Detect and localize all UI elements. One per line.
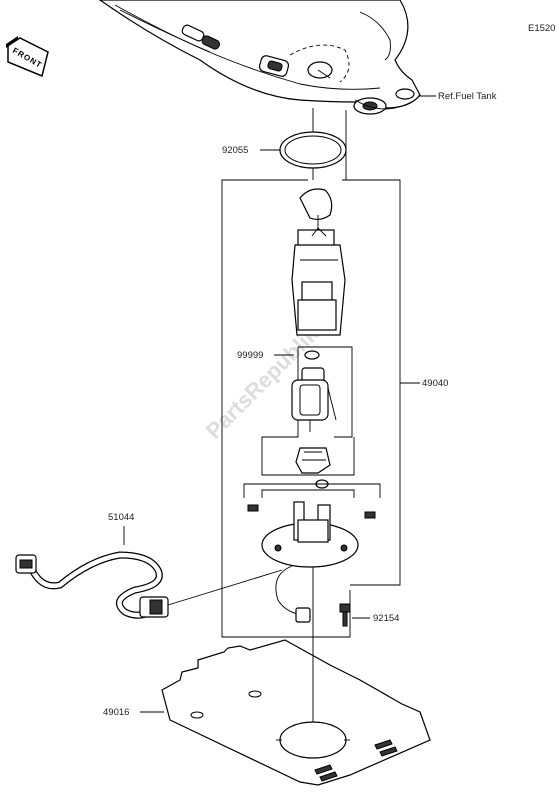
label-49040: 49040 [422,378,448,389]
label-49016: 49016 [103,707,129,718]
label-99999: 99999 [237,350,263,361]
front-arrow-icon: FRONT [6,36,49,78]
label-92154: 92154 [373,613,399,624]
pump-housing [291,188,346,336]
screw-left [247,504,259,512]
pump-flange [261,501,359,568]
screw-right [364,511,376,519]
fuel-pump-motor [291,367,337,432]
sensor-connector [295,607,311,623]
gasket-plate-49016 [161,639,431,786]
harness-51044 [15,551,169,619]
bolt-92154 [339,603,351,627]
filter [295,447,331,474]
diagram-code: E1520 [528,23,555,34]
fuel-tank-ref [98,0,421,115]
label-ref-fuel-tank: Ref.Fuel Tank [438,91,497,102]
label-92055: 92055 [222,145,248,156]
seal [304,350,320,360]
label-51044: 51044 [108,512,134,523]
o-ring-92055 [279,131,347,169]
